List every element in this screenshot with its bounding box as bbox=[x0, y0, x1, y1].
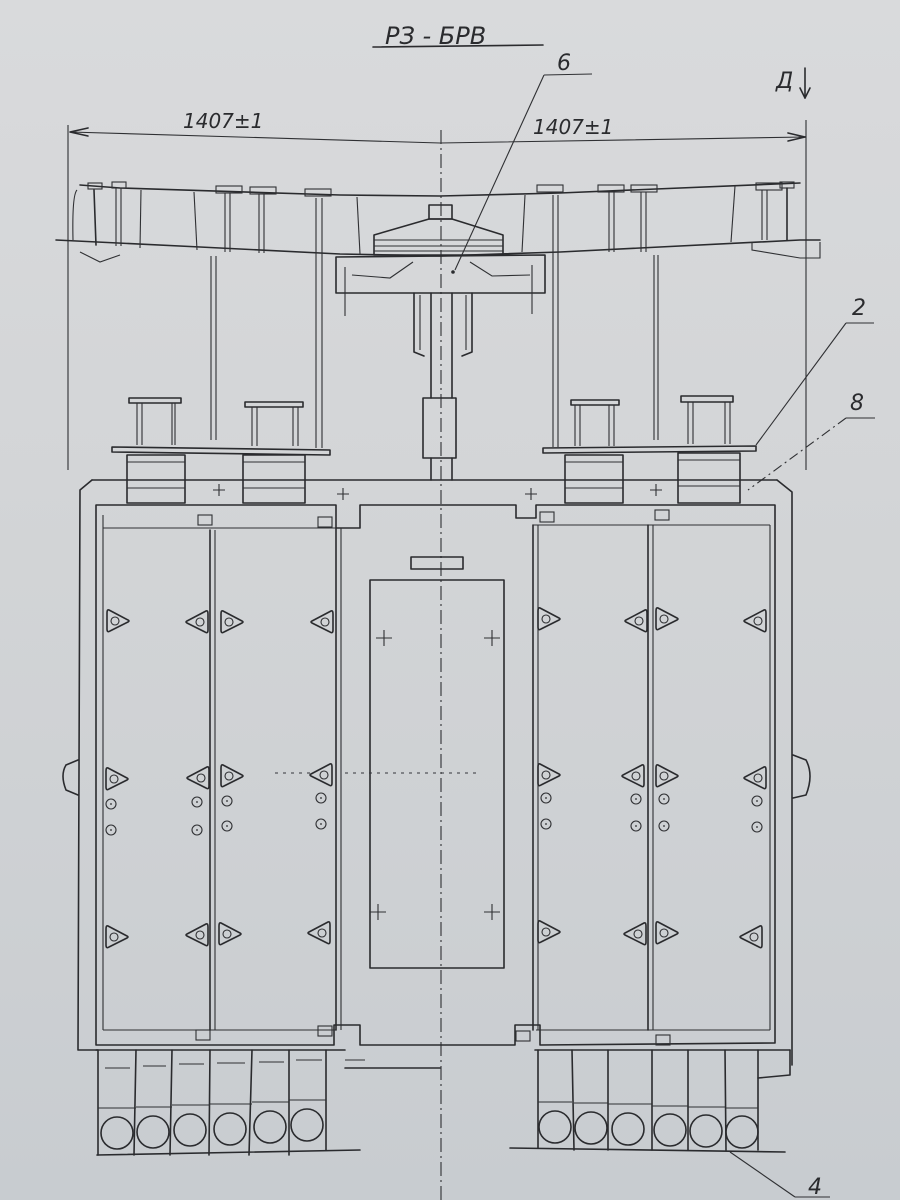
center-window bbox=[275, 556, 505, 969]
bottom-cells-left bbox=[95, 1049, 441, 1156]
drawing-title: РЗ - БРВ bbox=[372, 22, 544, 50]
callout-8: 8 bbox=[747, 391, 875, 491]
drive-mechanism bbox=[335, 204, 546, 481]
view-marker: Д bbox=[775, 67, 811, 99]
lifting-lug-right bbox=[792, 754, 811, 799]
tie-rods bbox=[210, 195, 659, 448]
dimension-line: 1407±1 1407±1 bbox=[67, 109, 807, 1200]
arrowhead-left-icon bbox=[69, 127, 89, 137]
callout-6: 6 bbox=[454, 51, 593, 271]
tank-frame bbox=[62, 479, 811, 1066]
callout-2: 2 bbox=[755, 296, 874, 446]
top-beam bbox=[55, 181, 821, 263]
panels-right bbox=[532, 524, 654, 1031]
panels-left bbox=[209, 527, 342, 1031]
arrow-down-icon bbox=[799, 87, 811, 99]
bolt-group-left bbox=[87, 181, 332, 253]
bottom-cells-right bbox=[509, 1049, 791, 1153]
dimension-right-label: 1407±1 bbox=[533, 115, 613, 139]
lifting-lug-left bbox=[62, 759, 79, 796]
view-marker-label: Д bbox=[775, 69, 793, 94]
coil-tops bbox=[111, 395, 757, 504]
callout-8-label: 8 bbox=[850, 391, 864, 416]
callout-4-label: 4 bbox=[808, 1175, 822, 1200]
dimension-left-label: 1407±1 bbox=[183, 109, 263, 133]
callout-2-label: 2 bbox=[852, 296, 866, 321]
bosses bbox=[105, 606, 767, 949]
callout-6-label: 6 bbox=[557, 51, 571, 76]
callout-4: 4 bbox=[729, 1151, 830, 1200]
cell-row-left bbox=[97, 1049, 327, 1156]
arrowhead-right-icon bbox=[787, 132, 806, 142]
bolt-group-right bbox=[536, 181, 795, 252]
cell-row-right bbox=[537, 1049, 759, 1151]
